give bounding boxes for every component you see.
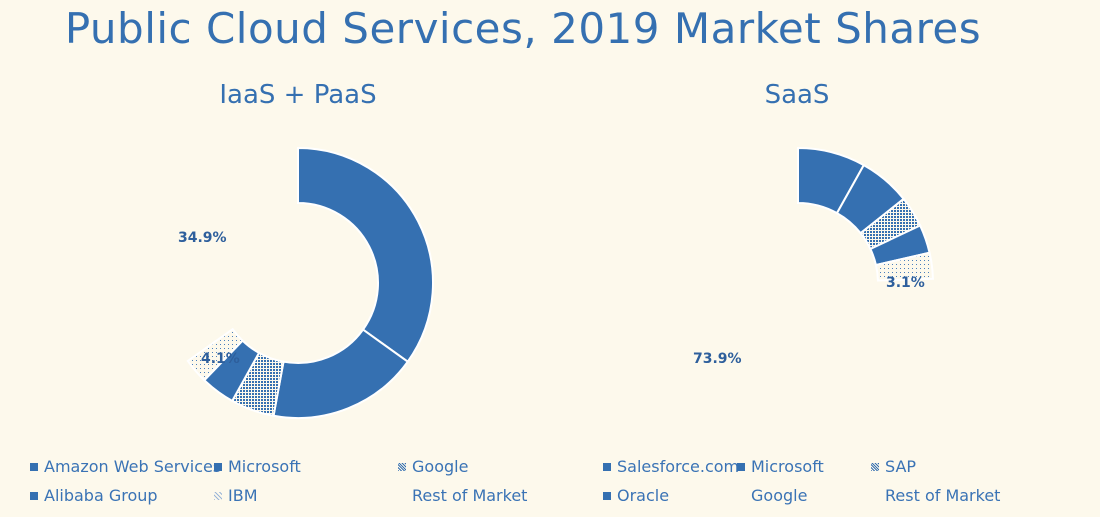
legend-label: IBM xyxy=(228,486,258,505)
subtitle-saas: SaaS xyxy=(764,80,830,110)
legend-swatch xyxy=(871,462,879,471)
legend-item-microsoft: Microsoft xyxy=(214,457,301,476)
legend-swatch xyxy=(737,462,745,471)
donut-saas xyxy=(797,146,934,282)
iaas-slice-rest-of-market xyxy=(163,148,298,361)
legend-label: SAP xyxy=(885,457,917,476)
legend-label: Google xyxy=(751,486,808,505)
slice-label-saas-google: 3.1% xyxy=(886,275,925,291)
legend-item-aws: Amazon Web Services xyxy=(30,457,221,476)
legend-item-oracle: Oracle xyxy=(603,486,669,505)
slice-label-saas-rest: 73.9% xyxy=(693,351,742,367)
legend-swatch xyxy=(398,462,406,471)
legend-item-saas-microsoft: Microsoft xyxy=(737,457,824,476)
legend-swatch xyxy=(398,492,406,500)
legend-swatch xyxy=(214,462,222,471)
legend-item-sap: SAP xyxy=(871,457,916,476)
legend-swatch xyxy=(214,491,222,500)
legend-label: Google xyxy=(412,457,469,476)
legend-label: Microsoft xyxy=(228,457,301,476)
legend-swatch xyxy=(30,491,38,500)
legend-item-salesforce: Salesforce.com xyxy=(603,457,739,476)
legend-label: Rest of Market xyxy=(412,486,528,505)
legend-swatch xyxy=(871,492,879,500)
chart-title: Public Cloud Services, 2019 Market Share… xyxy=(64,4,982,53)
legend-item-saas-rest: Rest of Market xyxy=(871,486,1000,505)
legend-label: Salesforce.com xyxy=(617,457,740,476)
legend-label: Amazon Web Services xyxy=(44,457,222,476)
iaas-slice-amazon-web-services xyxy=(297,146,434,364)
legend-item-rest: Rest of Market xyxy=(398,486,527,505)
slice-label-alibaba: 4.1% xyxy=(201,351,240,367)
legend-label: Microsoft xyxy=(751,457,824,476)
legend-label: Rest of Market xyxy=(885,486,1001,505)
legend-swatch xyxy=(737,492,745,500)
iaas-slice-ibm xyxy=(186,327,244,382)
saas-slice-google xyxy=(874,251,934,282)
legend-item-saas-google: Google xyxy=(737,486,807,505)
legend-swatch xyxy=(603,462,611,471)
legend-item-google: Google xyxy=(398,457,468,476)
legend-label: Alibaba Group xyxy=(44,486,158,505)
legend-label: Oracle xyxy=(617,486,670,505)
legend-item-alibaba: Alibaba Group xyxy=(30,486,158,505)
slice-label-aws: 34.9% xyxy=(178,230,227,246)
subtitle-iaas-paas: IaaS + PaaS xyxy=(219,80,377,110)
donut-iaas-paas xyxy=(163,146,434,419)
legend-swatch xyxy=(603,491,611,500)
legend-swatch xyxy=(30,462,38,471)
legend-item-ibm: IBM xyxy=(214,486,258,505)
